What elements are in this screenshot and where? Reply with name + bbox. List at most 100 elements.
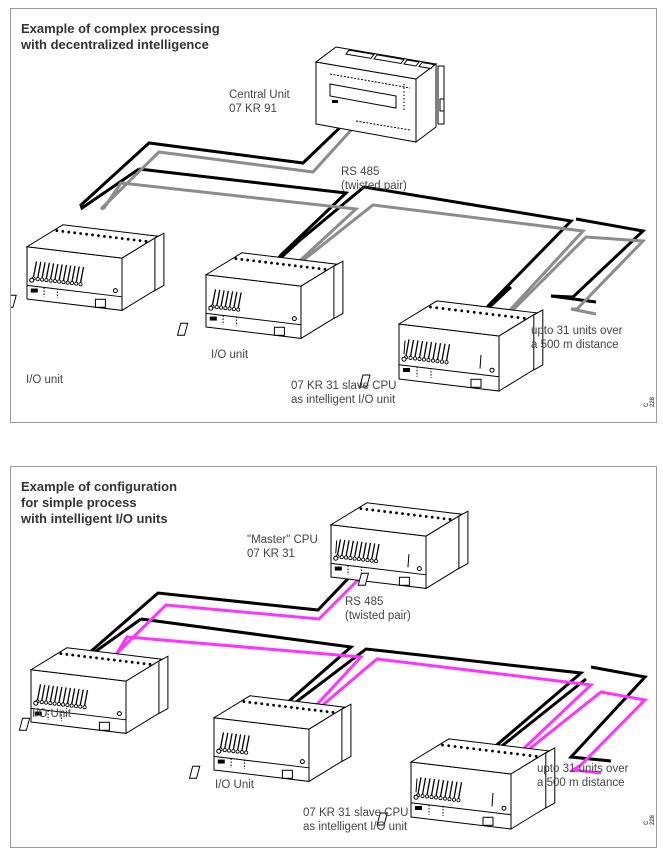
io-channel-slot [220, 290, 225, 307]
io-channel-slot [36, 684, 42, 701]
terminal-screw [95, 656, 98, 660]
slave-cpu-device [359, 300, 544, 392]
terminal-screw [112, 658, 116, 662]
terminal-screw [430, 515, 434, 519]
io-channel-led [444, 360, 449, 365]
terminal-screw [534, 754, 538, 758]
terminal-screw [331, 710, 335, 714]
mount-hole [112, 288, 118, 294]
terminal-screw [497, 313, 501, 317]
mount-hole [208, 305, 214, 311]
io-channel-led [227, 306, 232, 311]
io-channel-slot [245, 735, 250, 752]
io-channel-slot [426, 778, 431, 796]
module-divider [205, 312, 302, 326]
terminal-screw [136, 661, 140, 665]
io-channel-slot [62, 687, 67, 704]
terminal-screw [65, 652, 69, 656]
io-channel-slot [423, 341, 428, 359]
terminal-screw [491, 313, 495, 316]
connector-port [188, 765, 201, 779]
terminal-screw [79, 232, 83, 235]
io-channel-led [426, 358, 431, 363]
terminal-screw [504, 314, 507, 318]
io-channel-led [52, 701, 57, 706]
terminal-screw [429, 305, 432, 309]
terminal-screw [138, 239, 142, 243]
io-channel-led [74, 281, 79, 286]
io-unit-label-2: I/O Unit [215, 779, 254, 791]
terminal-screw [389, 510, 392, 514]
io-channel-slot [237, 292, 242, 309]
terminal-screw [266, 703, 270, 706]
din-rail-clip [154, 232, 165, 292]
network-diagram [18, 502, 649, 830]
io-channel-led [430, 358, 435, 363]
io-channel-slot [418, 340, 424, 358]
io-channel-slot [430, 778, 436, 796]
mount-hole [116, 711, 122, 717]
io-channel-slot [362, 542, 367, 559]
io-channel-slot [75, 266, 80, 283]
mount-hole [489, 367, 495, 373]
terminal-screw [395, 511, 398, 515]
abb-logo [34, 711, 42, 716]
terminal-screw [59, 652, 63, 656]
io-channel-slot [58, 264, 63, 281]
terminal-screw [441, 307, 445, 310]
io-channel-led [421, 357, 426, 362]
io-channel-slot [224, 290, 229, 307]
io-channel-led [39, 700, 44, 705]
terminal-screw [497, 750, 501, 754]
network-diagram [11, 46, 647, 392]
terminal-screw [276, 262, 279, 266]
mount-hole [33, 700, 39, 706]
io-channel-slot [353, 541, 359, 558]
terminal-screw [73, 231, 77, 235]
terminal-screw [323, 267, 327, 271]
terminal-screw [85, 232, 88, 236]
terminal-screw [472, 310, 476, 314]
figure-code: C 228 [644, 814, 656, 825]
connector-port [470, 378, 482, 388]
io-channel-led [456, 798, 461, 803]
io-unit-device-2 [176, 252, 344, 340]
terminal-screw [401, 512, 404, 516]
io-channel-slot [53, 686, 59, 703]
slave-cpu-label: 07 KR 31 slave CPU as intelligent I/O un… [291, 380, 397, 406]
connector-port [11, 294, 17, 308]
terminal-screw [148, 662, 152, 666]
io-unit-label-1: I/O Unit [32, 708, 71, 720]
connector-port [176, 322, 189, 336]
io-channel-led [61, 280, 66, 285]
io-channel-slot [236, 734, 242, 751]
io-channel-led [73, 704, 78, 709]
terminal-screw [287, 263, 291, 267]
io-channel-led [48, 278, 53, 283]
io-channel-led [365, 558, 370, 563]
mount-hole [216, 748, 222, 754]
terminal-screw [124, 660, 128, 663]
terminal-screw [248, 700, 252, 704]
io-channel-slot [62, 264, 68, 281]
io-channel-led [52, 279, 57, 284]
io-channel-slot [417, 777, 422, 795]
terminal-screw [516, 316, 520, 319]
io-channel-slot [241, 734, 246, 751]
terminal-screw [453, 745, 457, 748]
terminal-screw [270, 261, 273, 265]
io-channel-slot [409, 339, 415, 357]
io-channel-led [339, 555, 344, 560]
extension-label: upto 31 units over a 500 m distance [537, 763, 629, 789]
terminal-screw [307, 708, 311, 711]
io-channel-slot [349, 540, 354, 557]
io-channel-led [235, 749, 240, 754]
terminal-screw [240, 257, 244, 261]
io-channel-led [44, 700, 49, 705]
io-unit-label-1: I/O unit [26, 374, 64, 386]
terminal-screw [447, 307, 451, 311]
abb-logo [217, 759, 225, 764]
connector-port [357, 572, 370, 586]
terminal-screw [290, 705, 293, 709]
terminal-screw [144, 239, 148, 243]
